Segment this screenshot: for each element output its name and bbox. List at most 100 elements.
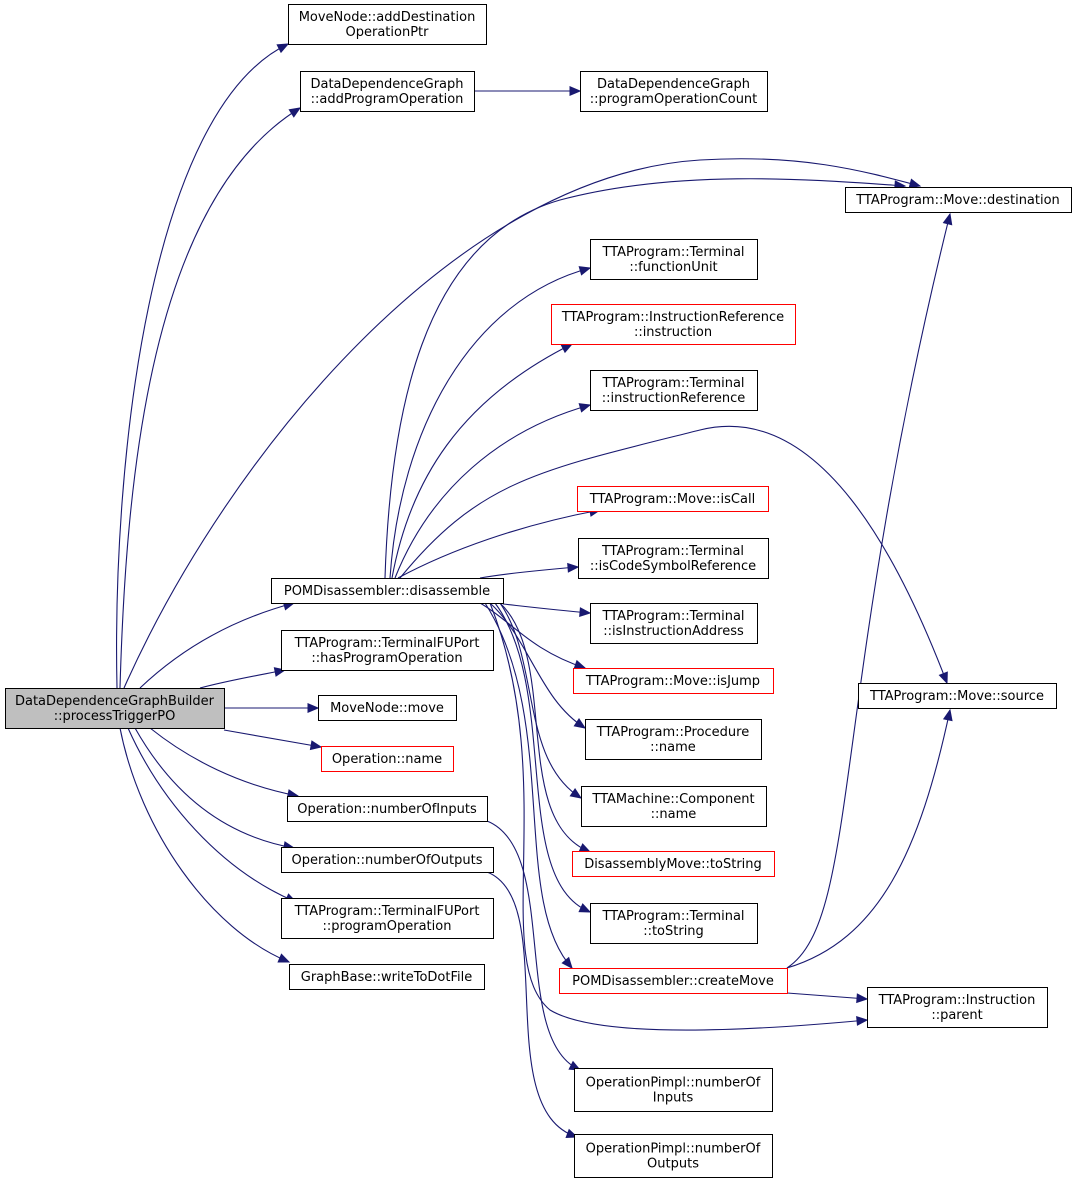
node-label-line: DataDependenceGraph xyxy=(597,77,750,92)
node-label-line: ::programOperation xyxy=(323,919,452,934)
arrowhead xyxy=(578,843,592,853)
edge-line xyxy=(394,404,591,579)
node-source[interactable]: TTAProgram::Move::source xyxy=(858,683,1057,709)
edge-disassemble-to-functionUnit xyxy=(389,266,592,579)
edge-root-to-move xyxy=(224,703,320,713)
arrowhead xyxy=(938,671,948,685)
node-box xyxy=(577,486,769,512)
edge-line xyxy=(786,709,951,969)
node-label-line: OperationPtr xyxy=(346,25,430,40)
edge-layer xyxy=(116,43,953,1138)
node-label-line: TTAProgram::TerminalFUPort xyxy=(294,636,480,651)
arrowhead xyxy=(856,993,869,1004)
edge-createMove-to-parent xyxy=(786,992,869,1004)
node-box xyxy=(288,4,487,45)
node-label-line: TTAProgram::InstructionReference xyxy=(561,310,784,325)
node-box xyxy=(572,851,775,877)
edge-createMove-to-source xyxy=(786,708,953,969)
node-box xyxy=(5,688,225,729)
node-disassemble[interactable]: POMDisassembler::disassemble xyxy=(271,578,504,604)
node-move[interactable]: MoveNode::move xyxy=(318,695,457,721)
node-label-line: Outputs xyxy=(647,1157,699,1172)
node-instrRef[interactable]: TTAProgram::Terminal::instructionReferen… xyxy=(590,370,758,411)
edge-line xyxy=(391,343,573,579)
node-label-line: DataDependenceGraphBuilder xyxy=(15,694,215,709)
node-numInputs[interactable]: Operation::numberOfInputs xyxy=(287,796,488,822)
arrowhead xyxy=(942,708,953,722)
node-isCall[interactable]: TTAProgram::Move::isCall xyxy=(577,486,769,512)
edge-root-to-opName xyxy=(223,729,323,751)
node-opName[interactable]: Operation::name xyxy=(321,746,454,772)
arrowhead xyxy=(578,266,592,276)
node-parent[interactable]: TTAProgram::Instruction::parent xyxy=(867,987,1048,1028)
node-writeDot[interactable]: GraphBase::writeToDotFile xyxy=(289,964,485,990)
node-createMove[interactable]: POMDisassembler::createMove xyxy=(559,968,788,994)
node-addProgOp[interactable]: DataDependenceGraph::addProgramOperation xyxy=(300,71,475,112)
edge-disassemble-to-isJump xyxy=(479,602,587,670)
node-label-line: TTAProgram::Instruction xyxy=(878,993,1036,1008)
edge-line xyxy=(489,602,586,729)
edge-line xyxy=(116,43,289,689)
edge-line xyxy=(384,178,906,579)
node-label-line: TTAProgram::Terminal xyxy=(601,909,744,924)
edge-line xyxy=(127,727,297,903)
arrowhead xyxy=(276,43,290,54)
edge-line xyxy=(486,871,578,1138)
node-functionUnit[interactable]: TTAProgram::Terminal::functionUnit xyxy=(590,239,758,280)
node-isJump[interactable]: TTAProgram::Move::isJump xyxy=(573,668,774,694)
edge-line xyxy=(389,267,591,579)
node-progOpCount[interactable]: DataDependenceGraph::programOperationCou… xyxy=(580,71,768,112)
arrowhead xyxy=(908,178,922,189)
arrowhead xyxy=(307,703,320,713)
node-label-line: Operation::name xyxy=(332,752,442,767)
edge-line xyxy=(494,602,591,913)
node-compName[interactable]: TTAMachine::Component::name xyxy=(581,786,767,827)
node-termToString[interactable]: TTAProgram::Terminal::toString xyxy=(590,903,758,944)
node-numOutputs[interactable]: Operation::numberOfOutputs xyxy=(281,847,494,873)
edge-root-to-destination xyxy=(123,158,922,689)
node-label-line: TTAProgram::Terminal xyxy=(601,609,744,624)
node-root[interactable]: DataDependenceGraphBuilder::processTrigg… xyxy=(5,688,225,729)
node-hasProgOp[interactable]: TTAProgram::TerminalFUPort::hasProgramOp… xyxy=(281,630,494,671)
node-label-line: ::instruction xyxy=(634,325,712,340)
edge-root-to-writeDot xyxy=(119,727,291,963)
node-pimplIn[interactable]: OperationPimpl::numberOfInputs xyxy=(574,1068,773,1112)
node-layer: DataDependenceGraphBuilder::processTrigg… xyxy=(5,4,1072,1178)
edge-line xyxy=(119,107,301,689)
node-box xyxy=(287,796,488,822)
arrowhead xyxy=(309,740,323,751)
node-procName[interactable]: TTAProgram::Procedure::name xyxy=(585,719,762,760)
node-label-line: TTAProgram::Move::destination xyxy=(855,193,1060,208)
node-pimplOut[interactable]: OperationPimpl::numberOfOutputs xyxy=(574,1134,773,1178)
node-dmToString[interactable]: DisassemblyMove::toString xyxy=(572,851,775,877)
node-box xyxy=(574,1134,773,1178)
edge-root-to-hasProgOp xyxy=(199,667,287,689)
node-box xyxy=(318,695,457,721)
arrowhead xyxy=(288,107,302,118)
node-instrRefInstr[interactable]: TTAProgram::InstructionReference::instru… xyxy=(551,304,796,345)
arrowhead xyxy=(578,903,592,913)
edge-disassemble-to-dmToString xyxy=(499,602,592,853)
arrowhead xyxy=(942,212,953,226)
node-label-line: DataDependenceGraph xyxy=(310,77,463,92)
node-destination[interactable]: TTAProgram::Move::destination xyxy=(845,187,1072,213)
arrowhead xyxy=(578,403,592,413)
edge-numOutputs-to-pimplOut xyxy=(486,871,579,1138)
node-label-line: ::hasProgramOperation xyxy=(311,651,462,666)
arrowhead xyxy=(573,718,587,729)
node-progOp[interactable]: TTAProgram::TerminalFUPort::programOpera… xyxy=(281,898,494,939)
node-isInstrAddr[interactable]: TTAProgram::Terminal::isInstructionAddre… xyxy=(590,603,758,644)
node-isCodeSym[interactable]: TTAProgram::Terminal::isCodeSymbolRefere… xyxy=(578,538,769,579)
node-label-line: GraphBase::writeToDotFile xyxy=(301,970,472,985)
node-label-line: TTAProgram::Terminal xyxy=(601,544,744,559)
edge-root-to-disassemble xyxy=(139,600,296,689)
node-box xyxy=(559,968,788,994)
node-label-line: TTAProgram::Move::isCall xyxy=(589,492,755,507)
node-box xyxy=(289,964,485,990)
edge-createMove-to-destination xyxy=(786,212,953,969)
node-label-line: Inputs xyxy=(653,1091,694,1106)
edge-root-to-addDest xyxy=(116,43,290,689)
node-box xyxy=(845,187,1072,213)
edge-line xyxy=(489,602,868,1031)
